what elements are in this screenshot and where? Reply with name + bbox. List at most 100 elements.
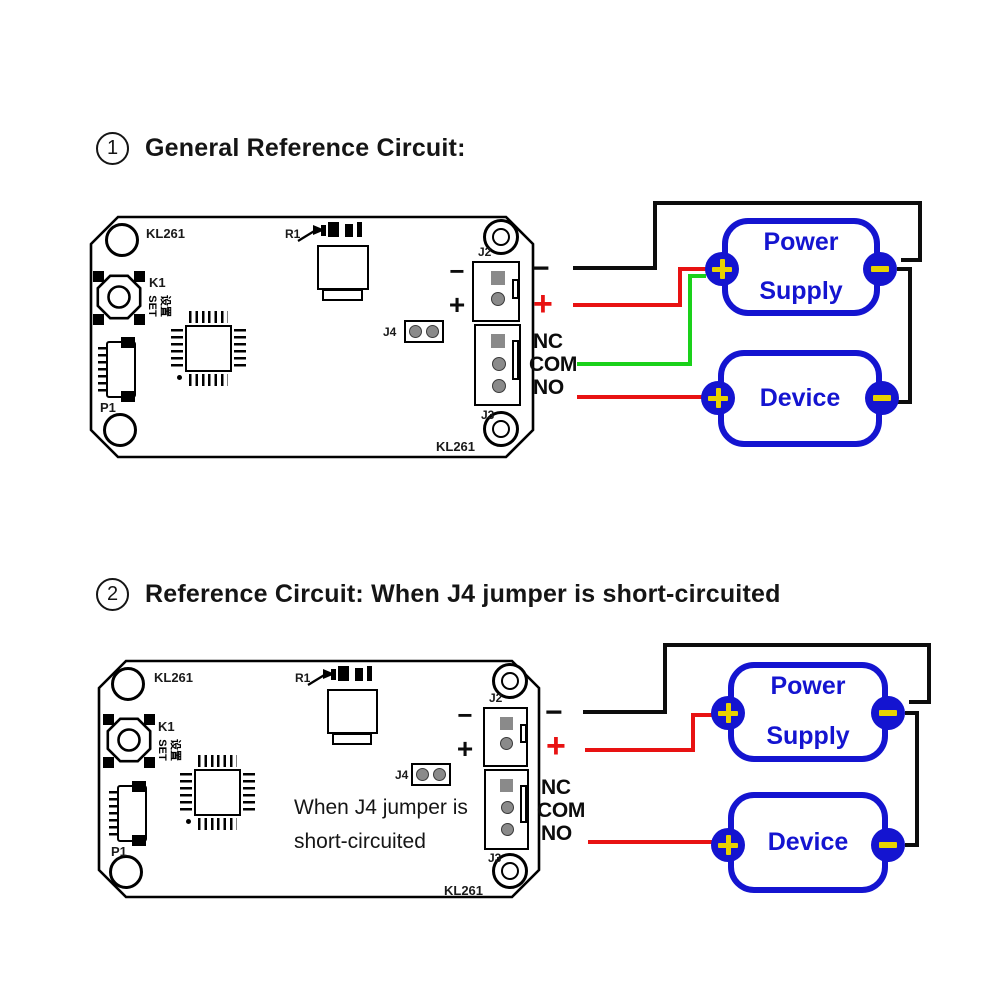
smd-component (328, 222, 339, 237)
j2-plus-pin-label: + (456, 733, 474, 764)
k1-button-icon (103, 714, 155, 768)
wire-minus-label: − (532, 252, 550, 285)
p1-pad (121, 391, 135, 402)
smd-component (355, 668, 363, 681)
j4-pin (426, 325, 439, 338)
supply-to-device-wire (908, 267, 912, 404)
r1-label: R1 (295, 671, 311, 685)
section2-title: Reference Circuit: When J4 jumper is sho… (145, 580, 781, 608)
smd-component (345, 224, 353, 237)
wire-plus-label: + (546, 727, 566, 765)
j4-label: J4 (383, 325, 397, 339)
wire-nc-label: NC (533, 330, 563, 353)
board-model-label: KL261 (154, 670, 194, 685)
supply-to-device-wire (897, 267, 912, 271)
board-model-label: KL261 (444, 883, 484, 898)
p1-pad (132, 835, 146, 846)
mcu-pins-right (243, 773, 255, 812)
mcu-chip (194, 769, 241, 816)
wire-com-label: COM (529, 353, 578, 376)
minus-terminal-icon (865, 381, 899, 415)
mcu-pins-right (234, 329, 246, 368)
positive-wire (573, 303, 682, 307)
j2-minus-pin-label: − (449, 256, 465, 286)
device-label: Device (759, 384, 841, 412)
p1-label: P1 (111, 844, 127, 859)
power-supply-block (722, 218, 880, 316)
wire-plus-label: + (533, 285, 553, 323)
p1-connector (117, 785, 147, 842)
j3-pad (501, 801, 514, 814)
set-button-label: 设置 SET (145, 287, 171, 325)
plus-terminal-icon (711, 696, 745, 730)
mcu-chip (185, 325, 232, 372)
relay-base (322, 289, 363, 301)
negative-wire (573, 266, 657, 270)
jumper-note-line1: When J4 jumper is (294, 796, 468, 819)
negative-wire (663, 643, 931, 647)
section1-number-circle: 1 (96, 132, 129, 165)
wire-no-label: NO (541, 822, 572, 845)
positive-wire (678, 267, 706, 271)
minus-terminal-icon (863, 252, 897, 286)
mcu-pins-top (198, 755, 237, 767)
smd-component (338, 666, 349, 681)
wire-no-label: NO (533, 376, 564, 399)
j2-notch (512, 279, 519, 299)
p1-label: P1 (100, 400, 116, 415)
j2-label: J2 (489, 691, 503, 705)
p1-pins (98, 347, 107, 394)
smd-component (331, 669, 336, 680)
negative-wire (663, 643, 667, 714)
power-supply-label-line2: Supply (759, 277, 843, 305)
set-button-label: 设置 SET (155, 731, 181, 769)
wire-com-label: COM (537, 799, 586, 822)
r1-arrow-icon (297, 225, 325, 242)
j4-pin (409, 325, 422, 338)
smd-component (321, 225, 326, 236)
p1-pad (121, 337, 135, 348)
p1-connector (106, 341, 136, 398)
section2-number-circle: 2 (96, 578, 129, 611)
power-supply-label-line1: Power (763, 228, 839, 256)
j2-minus-pin-label: − (457, 700, 473, 730)
negative-wire (653, 201, 657, 270)
supply-to-device-wire (897, 400, 912, 404)
j2-pad (500, 737, 513, 750)
relay-base (332, 733, 372, 745)
p1-pad (132, 781, 146, 792)
positive-wire (585, 748, 695, 752)
negative-wire (901, 258, 922, 262)
com-wire (577, 362, 692, 366)
supply-to-device-wire (915, 711, 919, 847)
power-supply-label-line1: Power (770, 672, 846, 700)
j3-label: J3 (481, 408, 495, 422)
no-wire (588, 840, 713, 844)
j2-plus-pin-label: + (448, 289, 466, 320)
mcu-pin1-dot (186, 819, 191, 824)
j3-pad (491, 334, 505, 348)
com-wire (688, 274, 692, 366)
board-model-label: KL261 (436, 439, 476, 454)
pcb-board-outline-1 (89, 215, 535, 459)
j3-notch (520, 785, 527, 823)
j3-pad (492, 357, 506, 371)
positive-wire (691, 713, 713, 717)
j4-label: J4 (395, 768, 409, 782)
supply-to-device-wire (905, 843, 919, 847)
mounting-hole (103, 413, 137, 447)
plus-terminal-icon (711, 828, 745, 862)
j3-pad (492, 379, 506, 393)
mounting-hole (483, 219, 519, 255)
section2-heading: 2 Reference Circuit: When J4 jumper is s… (96, 578, 781, 611)
supply-to-device-wire (905, 711, 919, 715)
r1-label: R1 (285, 227, 301, 241)
positive-wire (678, 267, 682, 307)
j4-pin (433, 768, 446, 781)
j2-label: J2 (478, 245, 492, 259)
mounting-hole (105, 223, 139, 257)
jumper-note-line2: short-circuited (294, 830, 426, 853)
k1-button-icon (93, 271, 145, 325)
mcu-pins-left (171, 329, 183, 368)
